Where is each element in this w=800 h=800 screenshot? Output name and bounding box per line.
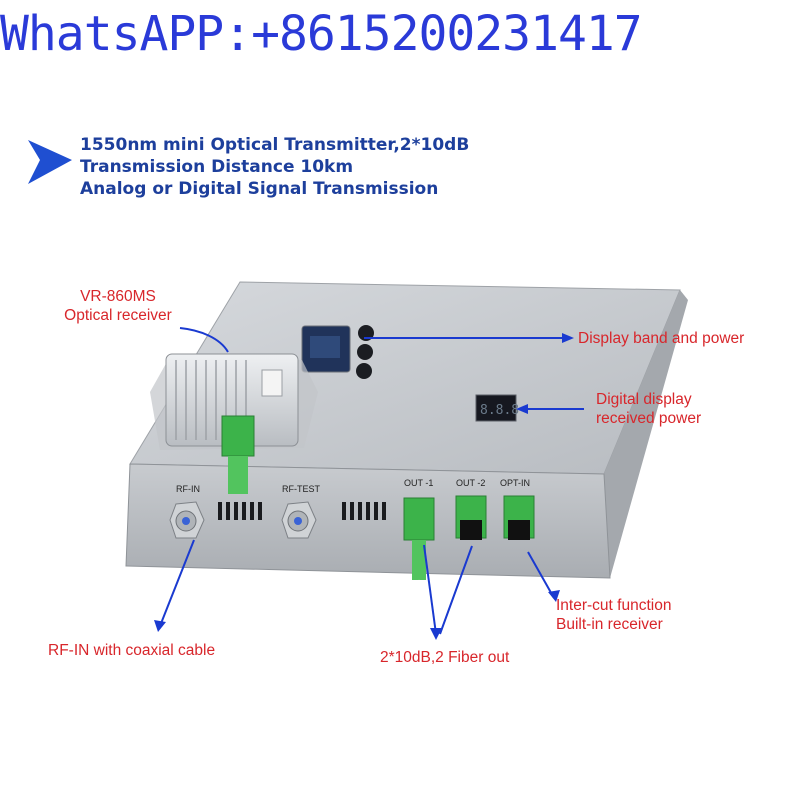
rf-in-connector [169, 501, 205, 539]
intercut-callout-line-1: Inter-cut function [556, 597, 672, 614]
chassis-side [604, 290, 688, 578]
rf-test-label: RF-TEST [282, 484, 320, 494]
opt-in-label: OPT-IN [500, 478, 531, 488]
down-button [356, 363, 372, 379]
out2-label: OUT -2 [456, 478, 486, 488]
receiver-callout: VR-860MS Optical receiver [56, 287, 180, 325]
callout-lines [159, 327, 584, 635]
out1-port [403, 497, 435, 611]
headline: 1550nm mini Optical Transmitter,2*10dB T… [80, 134, 469, 200]
optical-receiver-module [150, 353, 318, 494]
out2-port [455, 495, 487, 540]
headline-line-3: Analog or Digital Signal Transmission [80, 179, 439, 199]
fiber-out-callout: 2*10dB,2 Fiber out [380, 649, 510, 666]
headline-line-1: 1550nm mini Optical Transmitter,2*10dB [80, 135, 470, 155]
intercut-callout-line-2: Built-in receiver [556, 616, 663, 633]
digital-callout-line-1: Digital display [596, 391, 692, 408]
opt-in-port [503, 495, 535, 540]
intercut-callout: Inter-cut function Built-in receiver [556, 596, 671, 634]
play-arrow-icon [28, 140, 72, 184]
display-band-callout: Display band and power [578, 330, 745, 347]
svg-text:8.8.8: 8.8.8 [480, 403, 519, 418]
up-button [357, 344, 373, 360]
rf-test-connector [281, 501, 317, 539]
headline-line-2: Transmission Distance 10km [80, 157, 354, 177]
receiver-callout-line-1: VR-860MS [80, 288, 156, 305]
digital-display [475, 394, 517, 422]
rf-in-cable-callout: RF-IN with coaxial cable [48, 642, 216, 659]
vent-slots [218, 502, 386, 520]
whatsapp-watermark: WhatsAPP:+8615200231417 [0, 6, 643, 62]
digital-callout-line-2: received power [596, 410, 702, 427]
digital-display-callout: Digital display received power [596, 390, 701, 428]
receiver-callout-line-2: Optical receiver [64, 307, 172, 324]
out1-label: OUT -1 [404, 478, 434, 488]
rf-in-label: RF-IN [176, 484, 200, 494]
